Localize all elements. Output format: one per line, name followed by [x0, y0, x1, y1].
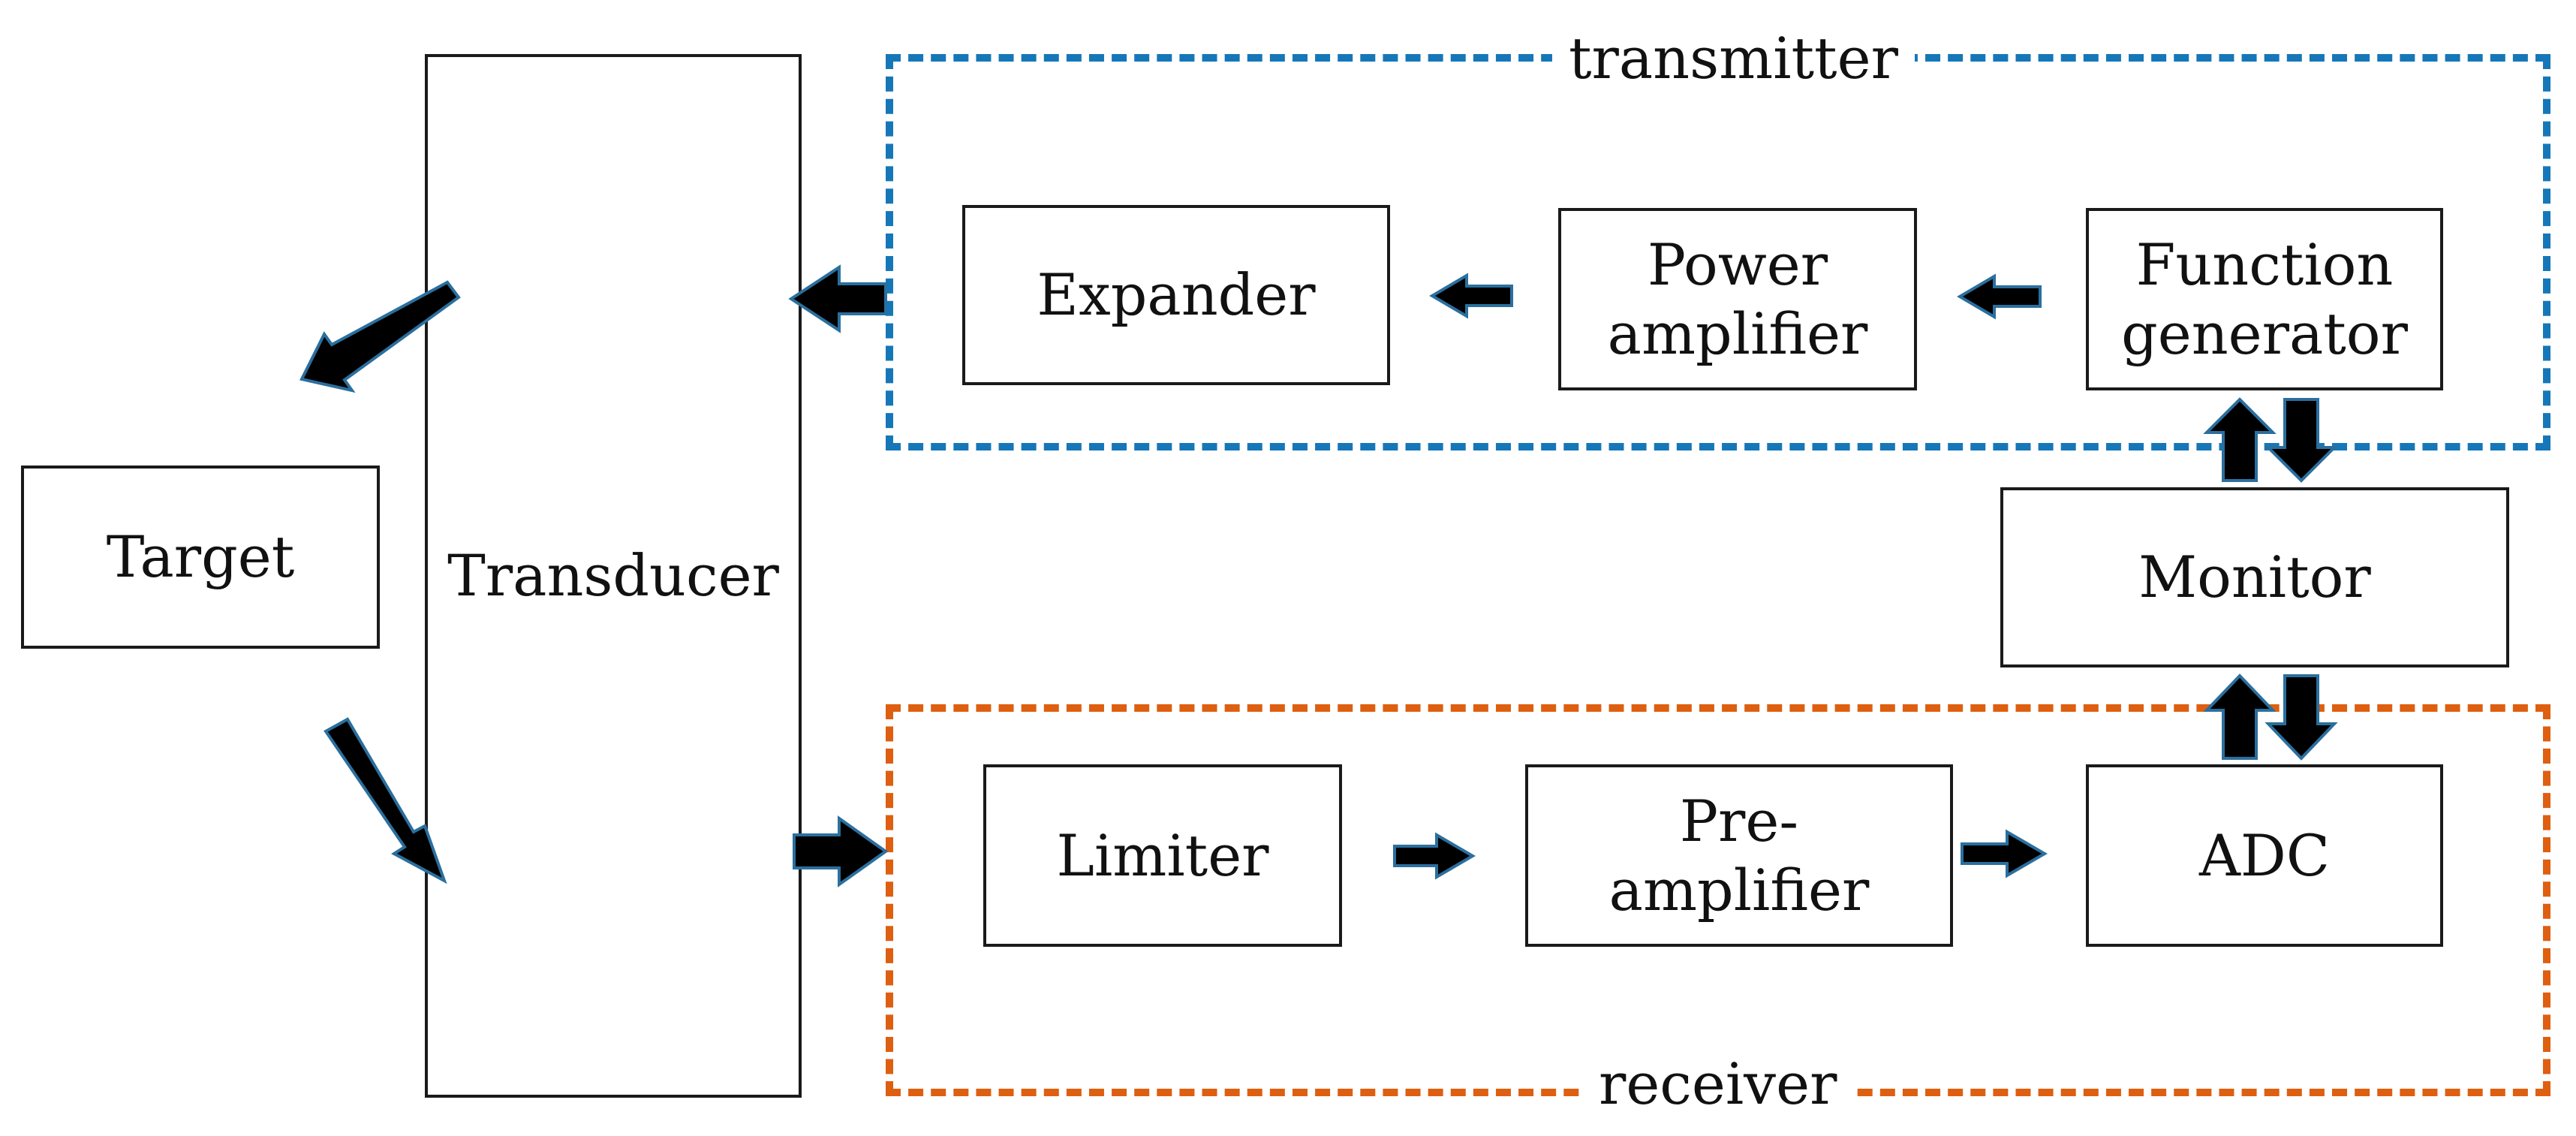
function-generator-block: Function generator — [2086, 208, 2443, 390]
adc-label: ADC — [2199, 821, 2330, 889]
pre-amplifier-label: Pre- amplifier — [1608, 788, 1870, 924]
arrow-target-to-transducer — [324, 717, 447, 884]
arrow-pre-amplifier-to-adc — [1961, 829, 2048, 878]
arrow-function-generator-to-power-amplifier — [1957, 273, 2042, 320]
arrow-monitor-to-function-generator — [2203, 397, 2277, 482]
transducer-block: Transducer — [425, 54, 802, 1098]
pre-amplifier-block: Pre- amplifier — [1525, 764, 1953, 947]
target-label: Target — [106, 523, 295, 591]
arrow-limiter-to-pre-amplifier — [1393, 832, 1476, 880]
arrow-transducer-to-target — [299, 280, 461, 393]
arrow-expander-to-transducer — [788, 264, 887, 333]
arrow-monitor-to-adc — [2265, 674, 2338, 761]
monitor-label: Monitor — [2138, 544, 2371, 611]
function-generator-label: Function generator — [2121, 231, 2408, 367]
adc-block: ADC — [2086, 764, 2443, 947]
transducer-label: Transducer — [447, 542, 779, 610]
arrow-transducer-to-limiter — [793, 815, 889, 887]
target-block: Target — [21, 466, 380, 649]
expander-label: Expander — [1037, 261, 1316, 329]
arrow-adc-to-monitor — [2203, 673, 2277, 760]
arrow-power-amplifier-to-expander — [1429, 273, 1513, 319]
limiter-label: Limiter — [1056, 821, 1269, 889]
limiter-block: Limiter — [983, 764, 1342, 947]
receiver-label: receiver — [1582, 1056, 1854, 1113]
transmitter-label: transmitter — [1552, 30, 1915, 87]
power-amplifier-label: Power amplifier — [1607, 231, 1868, 367]
expander-block: Expander — [962, 205, 1390, 385]
arrow-function-generator-to-monitor — [2265, 398, 2338, 483]
monitor-block: Monitor — [2000, 487, 2509, 667]
power-amplifier-block: Power amplifier — [1558, 208, 1917, 390]
